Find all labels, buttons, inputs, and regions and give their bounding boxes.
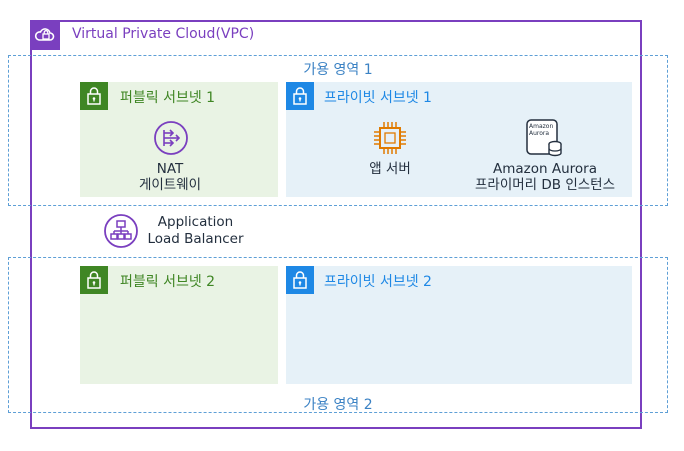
vpc-title: Virtual Private Cloud(VPC) (72, 26, 255, 42)
lock-icon (286, 82, 314, 110)
nat-gateway-icon (153, 120, 189, 160)
availability-zone-1 (8, 55, 668, 206)
aurora-label-2: 프라이머리 DB 인스턴스 (474, 177, 616, 193)
availability-zone-2-label: 가용 영역 2 (303, 397, 373, 413)
load-balancer-label-1: Application (157, 214, 234, 230)
lock-icon (80, 266, 108, 294)
aurora-icon-text-2: Aurora (529, 130, 550, 137)
nat-gateway-label-1: NAT (156, 161, 184, 177)
availability-zone-1-label: 가용 영역 1 (303, 62, 373, 78)
vpc-container (30, 20, 642, 429)
aurora-database-icon: Amazon Aurora (525, 118, 565, 158)
load-balancer-label-2: Load Balancer (147, 231, 244, 247)
load-balancer-icon (103, 213, 139, 253)
ec2-chip-icon (372, 120, 408, 160)
private-subnet-1-title: 프라이빗 서브넷 1 (324, 90, 432, 106)
public-subnet-1 (80, 82, 278, 197)
public-subnet-2-title: 퍼블릭 서브넷 2 (120, 274, 216, 290)
private-subnet-2-title: 프라이빗 서브넷 2 (324, 274, 432, 290)
lock-icon (80, 82, 108, 110)
nat-gateway-label-2: 게이트웨이 (138, 177, 202, 193)
private-subnet-1 (286, 82, 632, 197)
public-subnet-1-title: 퍼블릭 서브넷 1 (120, 90, 216, 106)
vpc-cloud-icon (30, 20, 60, 50)
availability-zone-2 (8, 257, 668, 413)
aurora-label-1: Amazon Aurora (493, 161, 597, 177)
private-subnet-2 (286, 266, 632, 384)
aurora-icon-text-1: Amazon (529, 123, 554, 130)
app-server-label: 앱 서버 (369, 161, 411, 177)
public-subnet-2 (80, 266, 278, 384)
lock-icon (286, 266, 314, 294)
